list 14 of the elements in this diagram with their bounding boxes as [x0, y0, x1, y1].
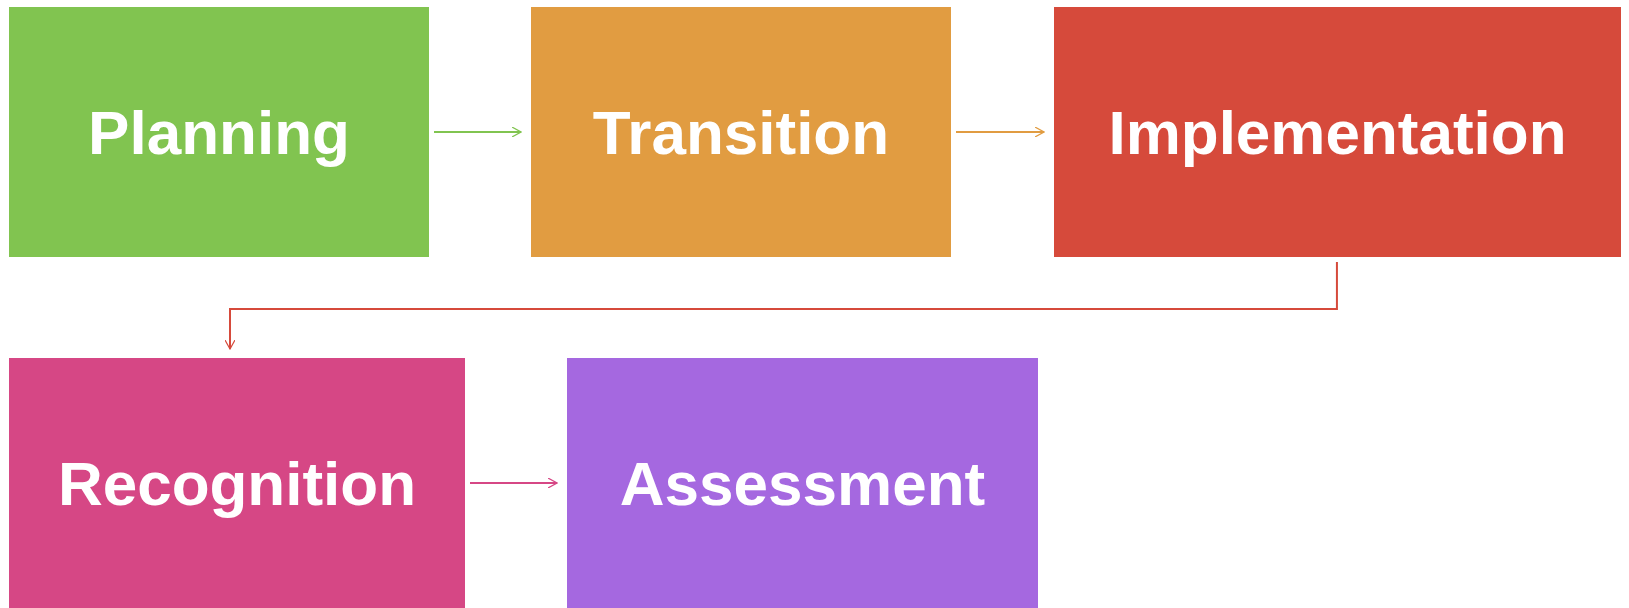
process-box	[9, 7, 429, 257]
arrow	[224, 261, 1338, 350]
step-label: Implementation	[1108, 96, 1567, 168]
process-box	[567, 358, 1038, 608]
step-label: Recognition	[57, 447, 417, 519]
step-label: Transition	[592, 96, 890, 168]
step-label: Assessment	[619, 447, 986, 519]
arrow	[433, 126, 522, 138]
process-box	[531, 7, 951, 257]
process-box	[9, 358, 465, 608]
process-box	[1054, 7, 1621, 257]
step-label: Planning	[88, 96, 350, 168]
arrow	[955, 126, 1045, 138]
arrow	[469, 477, 558, 489]
